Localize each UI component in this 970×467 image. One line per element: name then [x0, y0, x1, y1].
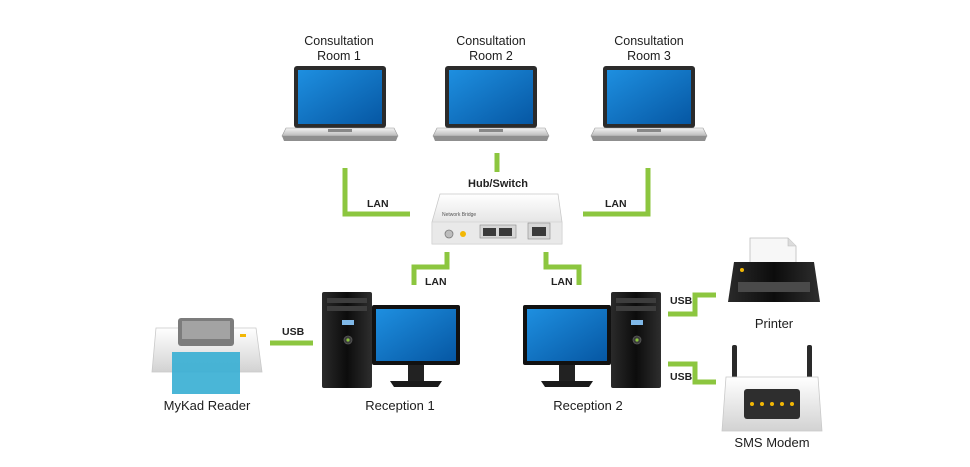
lan-label-reception2: LAN	[551, 276, 573, 288]
lan-link-reception2	[543, 252, 582, 285]
sms-label: SMS Modem	[734, 435, 810, 450]
room2-label: Consultation Room 2	[456, 34, 526, 63]
lan-label-room1: LAN	[367, 198, 389, 210]
sms-modem-device	[721, 345, 823, 432]
printer-device	[728, 237, 820, 302]
usb-label-sms: USB	[670, 371, 693, 383]
reception2-label: Reception 2	[553, 398, 623, 413]
mykad-reader-device	[151, 318, 263, 394]
lan-label-room3: LAN	[605, 198, 627, 210]
usb-label-printer: USB	[670, 295, 693, 307]
reception1-label: Reception 1	[365, 398, 435, 413]
monitor-reception1	[372, 305, 460, 387]
hub-label: Hub/Switch	[468, 178, 528, 190]
hub-plate-label: Network Bridge	[442, 212, 476, 218]
room3-label: Consultation Room 3	[614, 34, 684, 63]
tower-reception2	[611, 292, 661, 388]
lan-link-room3	[583, 168, 651, 217]
laptop-room3	[590, 66, 708, 141]
lan-label-reception1: LAN	[425, 276, 447, 288]
tower-reception1	[322, 292, 372, 388]
usb-link-sms	[668, 361, 716, 385]
room1-label: Consultation Room 1	[304, 34, 374, 63]
laptop-room1	[281, 66, 399, 141]
usb-link-printer	[668, 292, 716, 317]
hub-switch-device: Network Bridge	[431, 193, 563, 245]
monitor-reception2	[523, 305, 611, 387]
lan-link-reception1	[411, 252, 450, 285]
laptop-room2	[432, 66, 550, 141]
mykad-label: MyKad Reader	[163, 398, 251, 413]
lan-link-room1	[342, 168, 410, 217]
connection-lines	[270, 153, 716, 385]
printer-label: Printer	[754, 316, 794, 331]
usb-label-mykad: USB	[282, 326, 305, 338]
